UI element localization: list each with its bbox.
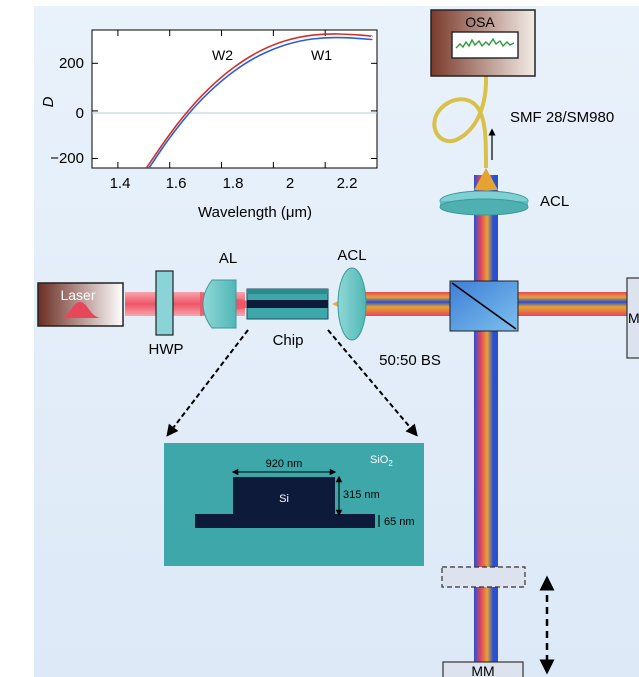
inset-x-tick-1-8: 1.8 [223,175,244,192]
laser-label: Laser [60,287,95,303]
acl-mid-label: ACL [337,247,366,264]
al-label: AL [219,250,237,267]
inset-x-axis-label: Wavelength (μm) [198,204,312,221]
curve-label-w1: W1 [311,47,332,63]
laser-spectrum-icon [58,302,102,318]
curve-w2 [145,33,373,168]
acl-top-label: ACL [540,193,569,210]
chip-label: Chip [273,332,304,349]
inset-x-tick-1-6: 1.6 [166,175,187,192]
mm-bottom-box [442,661,524,677]
silicon-slab [195,514,375,528]
vertical-beam [474,175,498,665]
silicon-rib [233,477,335,517]
inset-x-tick-2: 2 [286,175,294,192]
inset-y-axis-label: D [40,96,57,107]
curve-w1 [148,36,373,168]
chip: Chip [246,288,329,349]
height-label: 315 nm [343,489,380,501]
right-mirror: M [626,277,639,359]
osa-instrument: OSA [430,9,536,77]
al-lens-shape [202,279,237,329]
clad-label-main: SiO [370,454,389,466]
osa-spectrum-trace [455,37,515,49]
osa-screen [451,31,519,59]
chip-waveguide [247,300,328,308]
clad-label: SiO2 [370,454,393,468]
beam-splitter: 50:50 BS [379,280,519,369]
mm-dashed-box [441,566,526,588]
beam-into-fiber-cone [474,168,498,190]
dispersion-inset: 200 0 −200 1.4 1.6 1.8 2 2.2 Wavelength … [40,29,378,221]
zoom-arrow-left [166,329,249,437]
inset-x-tick-2-2: 2.2 [337,175,358,192]
inset-ticks [92,30,377,168]
mm-bottom-label: MM [471,663,494,677]
curve-label-w2: W2 [212,47,233,63]
fiber-cable [432,75,488,169]
inset-plot-frame [91,29,378,169]
zoom-arrow-right [327,329,418,437]
inset-y-tick-minus200: −200 [50,150,84,167]
clad-label-sub: 2 [388,459,393,468]
core-label: Si [279,493,289,505]
inset-y-tick-0: 0 [76,105,84,122]
width-label: 920 nm [266,458,303,470]
aspheric-lens: AL [202,250,237,329]
aspheric-collimating-lens-top: ACL [439,190,569,216]
inset-y-tick-200: 200 [59,55,84,72]
translation-mirror-dashed [441,566,555,675]
hwp-plate [155,270,174,336]
waveguide-cross-section: 920 nm 315 nm 65 nm Si SiO2 [164,443,424,566]
half-wave-plate: HWP [149,270,184,358]
hwp-label: HWP [149,341,184,358]
chip-top-edge [247,289,328,294]
zoom-arrows [166,329,418,437]
fiber-label: SMF 28/SM980 [510,109,614,126]
mirror-right-box [626,277,639,359]
laser-source: Laser [37,282,124,327]
mirror-right-label: M [628,310,639,326]
osa-label: OSA [465,14,495,30]
inset-curves [145,33,373,168]
acl-top-lens-bottom [439,198,529,216]
acl-mid-lens-shape [337,267,367,341]
aspheric-collimating-lens-mid: ACL [337,247,367,341]
inset-x-tick-1-4: 1.4 [110,175,131,192]
slab-label: 65 nm [384,516,415,528]
bottom-mirror: MM [442,661,524,677]
bs-label: 50:50 BS [379,352,441,369]
optical-fiber: SMF 28/SM980 [432,75,614,169]
bs-diagonal [451,282,517,330]
